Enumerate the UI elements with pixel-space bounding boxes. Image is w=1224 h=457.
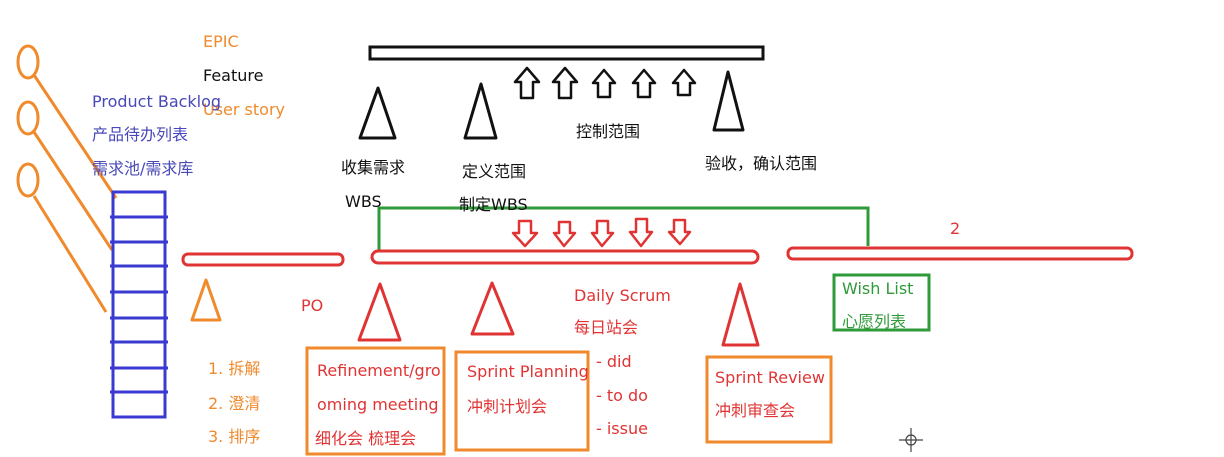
down-arrow-2 bbox=[552, 220, 577, 248]
daily-scrum-cn-label: 每日站会 bbox=[574, 318, 639, 337]
sprint-bar bbox=[370, 249, 760, 265]
refinement-line-2: oming meeting bbox=[317, 395, 439, 414]
hook-line-3 bbox=[32, 195, 108, 313]
control-arrows bbox=[513, 66, 697, 100]
up-arrow-2 bbox=[551, 66, 579, 100]
crosshair-cursor-icon bbox=[899, 428, 923, 452]
control-scope-label: 控制范围 bbox=[576, 122, 641, 141]
collect-requirements-label: 收集需求 bbox=[341, 158, 406, 177]
wish-list-box bbox=[832, 273, 931, 332]
planning-line-1: Sprint Planning bbox=[467, 362, 589, 381]
event-triangles bbox=[357, 281, 760, 347]
up-arrow-4 bbox=[631, 68, 657, 99]
review-line-2: 冲刺审查会 bbox=[715, 401, 796, 420]
marker-number: 2 bbox=[950, 219, 961, 238]
scope-bar bbox=[368, 45, 765, 61]
create-wbs-label: 制定WBS bbox=[459, 195, 528, 214]
refinement-box bbox=[305, 346, 446, 456]
review-box bbox=[705, 355, 833, 444]
triangle-define bbox=[463, 82, 498, 140]
review-line-1: Sprint Review bbox=[715, 368, 825, 387]
triangle-collect bbox=[358, 86, 397, 140]
po-label: PO bbox=[301, 296, 324, 315]
up-arrow-5 bbox=[671, 68, 697, 97]
feature-label: Feature bbox=[203, 66, 264, 85]
down-arrow-5 bbox=[667, 218, 692, 246]
epic-label: EPIC bbox=[203, 32, 239, 51]
triangle-validate bbox=[712, 70, 745, 132]
up-arrow-3 bbox=[591, 68, 617, 99]
daily-item-did: - did bbox=[596, 352, 632, 371]
triangle-po bbox=[190, 278, 222, 322]
product-backlog-cn-label: 产品待办列表 bbox=[92, 125, 189, 144]
wish-list-label: Wish List bbox=[842, 279, 914, 298]
po-bar bbox=[181, 252, 345, 267]
define-scope-label: 定义范围 bbox=[462, 162, 527, 181]
hook-line-2 bbox=[32, 131, 114, 251]
refinement-line-3: 细化会 梳理会 bbox=[315, 429, 417, 448]
daily-item-todo: - to do bbox=[596, 386, 648, 405]
triangle-refinement bbox=[357, 282, 402, 342]
hook-ring-2 bbox=[16, 100, 40, 136]
planning-box bbox=[454, 350, 590, 452]
future-bar bbox=[786, 246, 1134, 261]
up-arrow-1 bbox=[513, 66, 541, 100]
down-arrow-3 bbox=[590, 219, 615, 248]
refinement-line-1: Refinement/gro bbox=[317, 361, 441, 380]
hook-line-1 bbox=[32, 74, 118, 199]
hook-ring-1 bbox=[16, 44, 40, 80]
po-step-3: 3. 排序 bbox=[208, 427, 261, 446]
triangle-review bbox=[721, 282, 760, 347]
po-step-1: 1. 拆解 bbox=[208, 359, 261, 378]
requirements-pool-label: 需求池/需求库 bbox=[92, 159, 194, 178]
hook-ring-3 bbox=[16, 162, 40, 198]
product-backlog-label: Product Backlog bbox=[92, 92, 222, 111]
validate-scope-label: 验收，确认范围 bbox=[705, 154, 818, 173]
user-story-label: User story bbox=[203, 100, 285, 119]
backlog-hooks bbox=[16, 44, 118, 313]
down-arrow-1 bbox=[511, 219, 539, 248]
po-step-2: 2. 澄清 bbox=[208, 394, 261, 413]
triangle-planning bbox=[470, 281, 515, 336]
sprint-arrows bbox=[511, 217, 692, 248]
down-arrow-4 bbox=[628, 217, 654, 248]
wbs-label: WBS bbox=[345, 192, 382, 211]
sprint-bars bbox=[181, 246, 1134, 267]
ceremony-boxes bbox=[305, 346, 833, 456]
wish-list-cn-label: 心愿列表 bbox=[842, 312, 907, 331]
planning-line-2: 冲刺计划会 bbox=[467, 397, 548, 416]
scope-triangles bbox=[358, 70, 745, 140]
wish-connector bbox=[377, 206, 870, 252]
daily-scrum-label: Daily Scrum bbox=[574, 286, 671, 305]
backlog-stack bbox=[110, 190, 168, 419]
daily-item-issue: - issue bbox=[596, 419, 648, 438]
